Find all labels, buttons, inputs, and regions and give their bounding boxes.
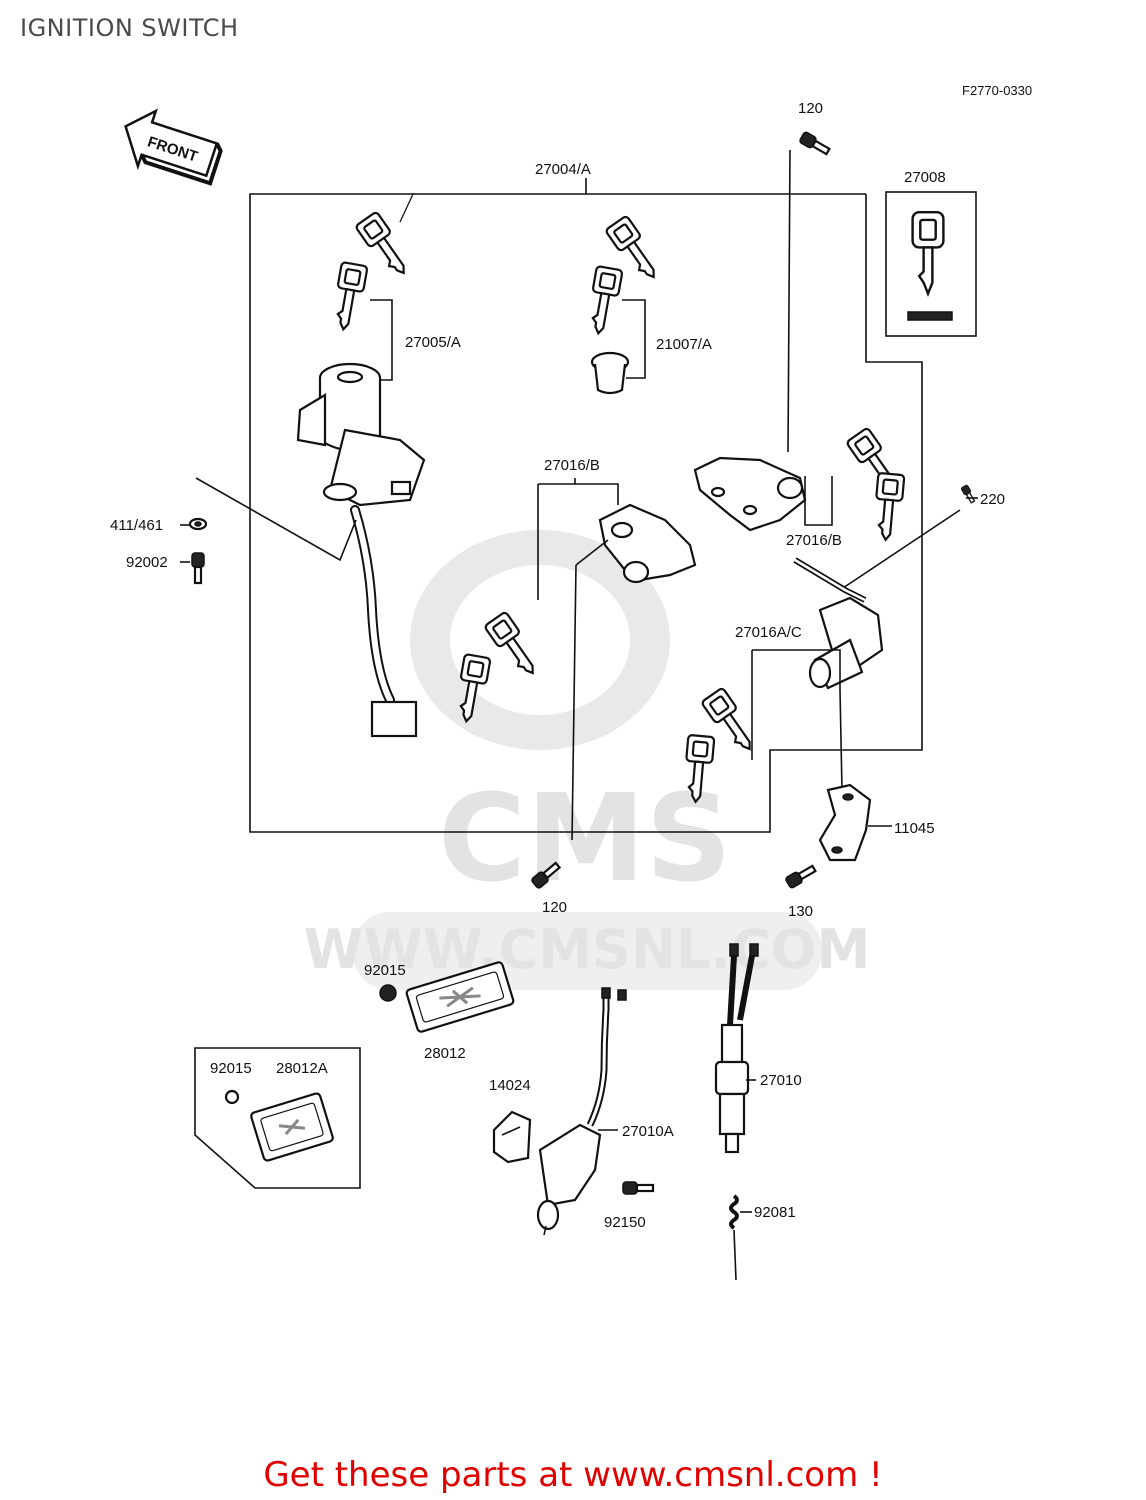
label-220: 220 xyxy=(980,491,1005,508)
label-92015-b: 92015 xyxy=(210,1060,252,1077)
label-27016B-left: 27016/B xyxy=(544,457,600,474)
footer-link[interactable]: Get these parts at www.cmsnl.com ! xyxy=(263,1455,883,1495)
box-28012A xyxy=(194,1047,361,1189)
label-92015-a: 92015 xyxy=(364,962,406,979)
label-92150: 92150 xyxy=(604,1214,646,1231)
ignition-switch-icon xyxy=(296,362,426,738)
watermark-brand: CMS xyxy=(438,770,732,909)
lock-icon xyxy=(693,456,807,532)
label-120-bottom: 120 xyxy=(542,899,567,916)
key-icon xyxy=(399,192,415,223)
label-92002: 92002 xyxy=(126,554,168,571)
lock-icon xyxy=(598,503,697,584)
figure-code: F2770-0330 xyxy=(962,83,1032,98)
box-27008 xyxy=(885,191,977,337)
label-27004A: 27004/A xyxy=(535,161,591,178)
label-14024: 14024 xyxy=(489,1077,531,1094)
page-title: IGNITION SWITCH xyxy=(20,14,239,42)
label-120-top: 120 xyxy=(798,100,823,117)
bolt-icon xyxy=(797,130,833,158)
nut-icon xyxy=(379,984,397,1002)
spring-icon xyxy=(729,1194,739,1281)
reflector-icon xyxy=(250,1092,334,1162)
key-icon xyxy=(329,260,369,333)
label-130: 130 xyxy=(788,903,813,920)
bolt-icon xyxy=(621,1180,655,1196)
label-27005A: 27005/A xyxy=(405,334,461,351)
switch-icon xyxy=(714,943,759,1154)
switch-icon xyxy=(536,987,627,1236)
label-27016B-right: 27016/B xyxy=(786,532,842,549)
key-icon xyxy=(584,264,624,337)
lock-cap-icon xyxy=(590,351,630,395)
watermark: CMS WWW.CMSNL.COM xyxy=(304,530,870,990)
bolt-icon xyxy=(960,483,977,505)
key-tag xyxy=(907,311,953,321)
label-28012A: 28012A xyxy=(276,1060,328,1077)
label-411-461: 411/461 xyxy=(110,517,163,534)
label-27010: 27010 xyxy=(760,1072,802,1089)
label-21007A: 21007/A xyxy=(656,336,712,353)
washer-icon xyxy=(188,517,208,531)
bolt-icon xyxy=(783,862,819,890)
watermark-url: WWW.CMSNL.COM xyxy=(304,918,870,981)
key-icon xyxy=(911,210,945,297)
nut-icon xyxy=(224,1089,240,1105)
lock-icon xyxy=(793,557,884,690)
bolt-icon xyxy=(190,551,206,585)
reflector-icon xyxy=(405,961,515,1033)
set-27004A-frame xyxy=(249,193,923,833)
label-92081: 92081 xyxy=(754,1204,796,1221)
cover-icon xyxy=(492,1110,532,1164)
bracket-icon xyxy=(818,783,872,862)
key-icon xyxy=(871,471,906,543)
label-27008: 27008 xyxy=(904,169,946,186)
label-27010A: 27010A xyxy=(622,1123,674,1140)
label-27016AC: 27016A/C xyxy=(735,624,802,641)
label-28012: 28012 xyxy=(424,1045,466,1062)
label-11045: 11045 xyxy=(894,820,935,837)
front-arrow-icon: FRONT xyxy=(124,108,223,186)
